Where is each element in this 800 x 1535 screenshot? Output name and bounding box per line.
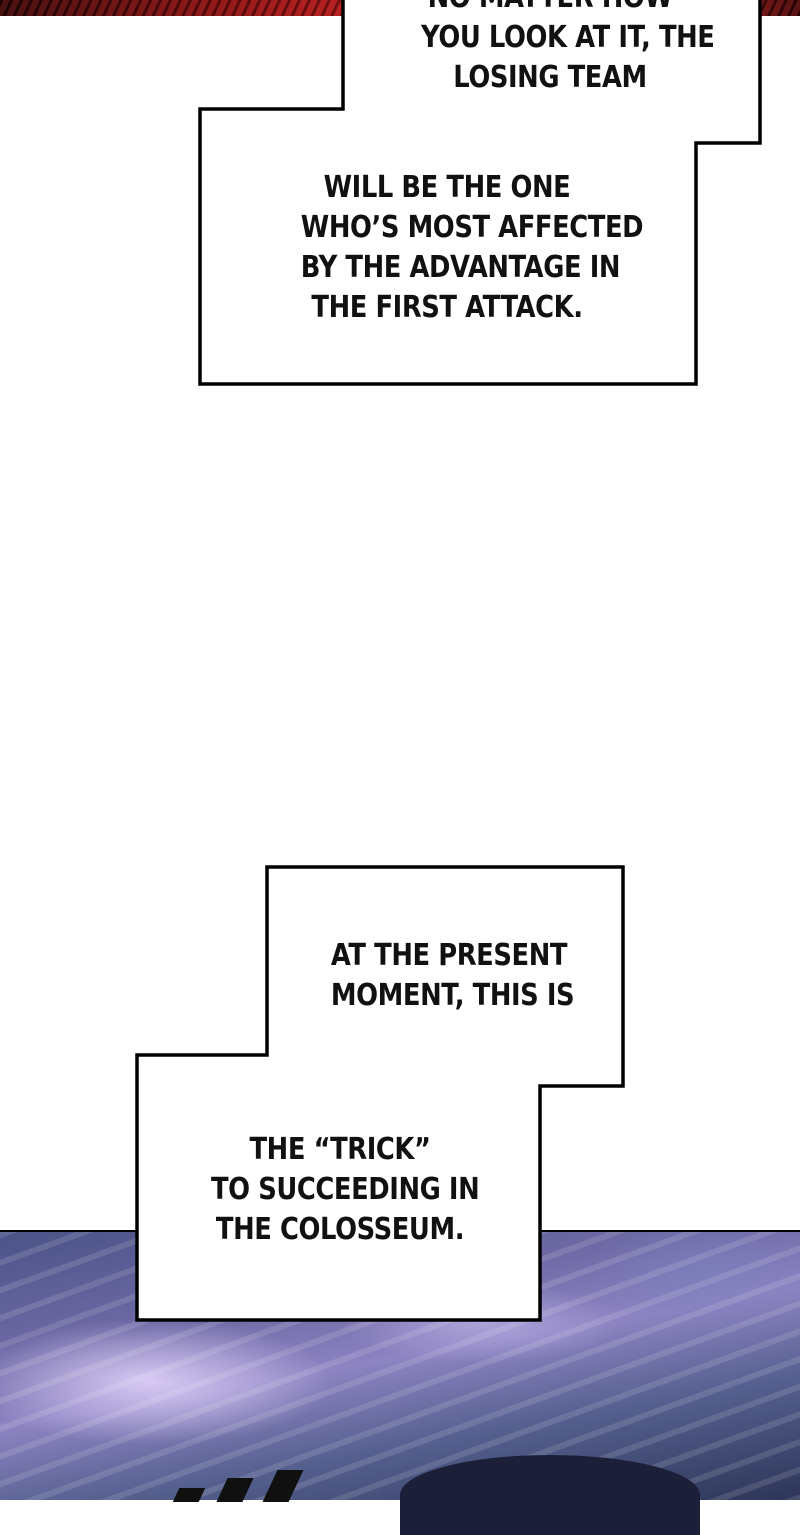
caption-line: LOSING TEAM xyxy=(453,60,647,95)
caption-line: WILL BE THE ONE xyxy=(323,170,571,205)
caption-box-lower xyxy=(135,865,625,1322)
caption-line: THE COLOSSEUM. xyxy=(215,1212,465,1247)
caption-line: AT THE PRESENT xyxy=(330,938,568,973)
caption-line: NO MATTER HOW xyxy=(421,0,679,18)
caption-line: WHO’S MOST AFFECTED xyxy=(300,210,644,245)
caption-line: THE “TRICK” xyxy=(249,1132,431,1167)
caption-text-4: THE “TRICK” TO SUCCEEDING IN THE COLOSSE… xyxy=(211,1130,480,1250)
caption-line: BY THE ADVANTAGE IN xyxy=(300,250,621,285)
caption-text-2: WILL BE THE ONE WHO’S MOST AFFECTED BY T… xyxy=(300,168,644,328)
caption-line: TO SUCCEEDING IN xyxy=(211,1172,480,1207)
caption-box-upper xyxy=(198,0,762,386)
caption-line: THE FIRST ATTACK. xyxy=(311,290,583,325)
caption-line: YOU LOOK AT IT, THE xyxy=(421,20,715,55)
caption-boxes-layer xyxy=(135,0,762,1322)
caption-line: MOMENT, THIS IS xyxy=(330,978,575,1013)
caption-text-1: NO MATTER HOW YOU LOOK AT IT, THE LOSING… xyxy=(421,0,715,98)
caption-text-3: AT THE PRESENT MOMENT, THIS IS xyxy=(330,936,575,1016)
